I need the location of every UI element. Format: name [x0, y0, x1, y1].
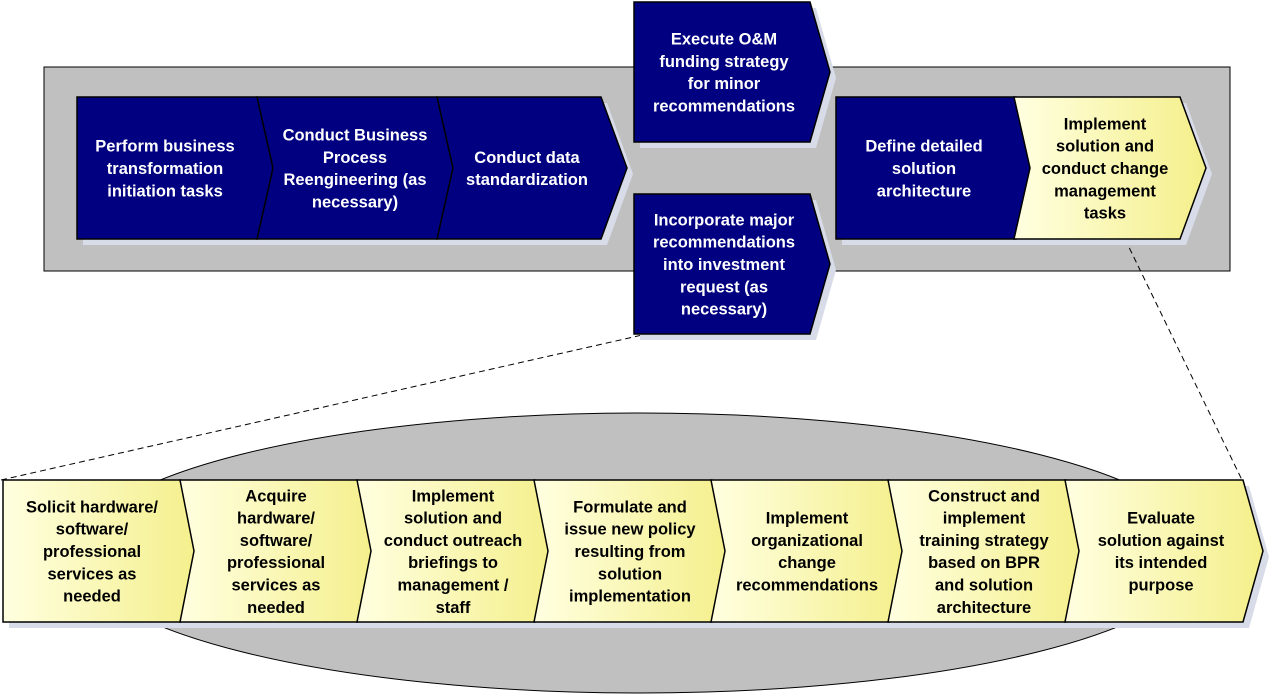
- step-label-line: architecture: [877, 182, 971, 200]
- step-label-line: Conduct Business: [283, 127, 428, 145]
- step-chevron: [1064, 479, 1264, 623]
- step-execute-om-funding: Execute O&M funding strategy for minor reco…: [633, 1, 836, 148]
- step-label-line: Perform business: [95, 138, 234, 156]
- step-label-line: issue new policy: [564, 521, 696, 539]
- step-label-line: services as: [47, 565, 136, 583]
- step-chevron: [1013, 96, 1207, 240]
- step-label-line: Implement: [766, 510, 849, 528]
- step-chevron: [710, 479, 910, 623]
- substep-implement-org-change: Implement organizational change recommendat…: [710, 479, 915, 628]
- step-label-line: professional: [43, 543, 141, 561]
- step-label-line: request (as: [680, 278, 768, 296]
- step-label-line: recommendations: [653, 97, 795, 115]
- step-conduct-data-standardization: Conduct data standardization: [436, 96, 633, 245]
- step-incorporate-major-recommendations: Incorporate major recommendations into inv…: [633, 193, 836, 340]
- step-label-line: organizational: [751, 532, 863, 550]
- step-label-line: staff: [436, 599, 471, 617]
- step-label-line: briefings to: [408, 554, 498, 572]
- step-label-line: Solicit hardware/: [26, 498, 158, 516]
- step-label-line: necessary): [312, 193, 398, 211]
- step-label-line: and solution: [935, 576, 1033, 594]
- step-label-line: conduct outreach: [384, 532, 522, 550]
- step-label-line: into investment: [663, 256, 785, 274]
- step-label-line: services as: [231, 576, 320, 594]
- step-label-line: Implement: [412, 487, 495, 505]
- step-label-line: Define detailed: [865, 138, 982, 156]
- step-label-line: for minor: [688, 75, 761, 93]
- step-label-line: Execute O&M: [671, 31, 777, 49]
- step-label-line: recommendations: [736, 576, 878, 594]
- step-chevron: [633, 1, 831, 143]
- step-label-line: Evaluate: [1127, 510, 1195, 528]
- step-label-line: recommendations: [653, 234, 795, 252]
- step-label-line: standardization: [466, 171, 588, 189]
- step-chevron: [436, 96, 628, 240]
- step-label-line: its intended: [1115, 554, 1208, 572]
- zoom-connector-left: [0, 292, 829, 481]
- step-label-line: Construct and: [928, 487, 1040, 505]
- step-label-line: professional: [227, 554, 325, 572]
- step-define-solution-architecture: Define detailed solution architecture: [835, 96, 1048, 245]
- step-label-line: implementation: [569, 588, 691, 606]
- top-process: Perform business transformation initiation…: [76, 1, 1212, 340]
- step-label-line: hardware/: [237, 510, 315, 528]
- step-label-line: software/: [56, 521, 129, 539]
- step-label-line: management /: [398, 576, 509, 594]
- step-label-line: Incorporate major: [654, 211, 795, 229]
- step-label-line: Reengineering (as: [283, 171, 426, 189]
- step-perform-business-transformation: Perform business transformation initiation…: [76, 96, 289, 245]
- step-label-line: architecture: [937, 599, 1031, 617]
- step-label-line: based on BPR: [928, 554, 1040, 572]
- step-label-line: tasks: [1084, 205, 1126, 223]
- substep-training-strategy: Construct and implement training strategy b…: [887, 479, 1092, 628]
- step-label-line: funding strategy: [659, 53, 789, 71]
- step-label-line: solution: [892, 160, 956, 178]
- step-label-line: Implement: [1064, 115, 1147, 133]
- step-label-line: initiation tasks: [107, 182, 223, 200]
- step-label-line: implement: [943, 510, 1026, 528]
- detail-process: Solicit hardware/software/professional se…: [2, 479, 1269, 628]
- step-label-line: needed: [247, 599, 305, 617]
- zoom-connector-right: [1124, 238, 1243, 481]
- step-label-line: Conduct data: [474, 149, 580, 167]
- step-label-line: Process: [323, 149, 387, 167]
- substep-implement-outreach: Implement solution and conduct outreach bri…: [356, 479, 561, 628]
- substep-acquire-hardware: Acquire hardware/software/professional ser…: [179, 479, 384, 628]
- step-chevron: [256, 96, 464, 240]
- step-label-line: management: [1054, 182, 1156, 200]
- step-label-line: training strategy: [919, 532, 1049, 550]
- step-label-line: resulting from: [575, 543, 686, 561]
- step-label-line: conduct change: [1042, 160, 1169, 178]
- step-label-line: Acquire: [245, 487, 306, 505]
- step-label-line: solution and: [404, 510, 502, 528]
- step-label-line: needed: [63, 588, 121, 606]
- step-label-line: solution: [598, 565, 662, 583]
- step-label-line: Formulate and: [573, 498, 687, 516]
- substep-solicit-hardware: Solicit hardware/software/professional se…: [2, 479, 207, 628]
- step-label-line: necessary): [681, 301, 767, 319]
- step-implement-solution-change-management: Implement solution and conduct change manag…: [1013, 96, 1212, 245]
- step-label-line: transformation: [107, 160, 223, 178]
- step-label-line: solution against: [1098, 532, 1225, 550]
- step-label-line: software/: [240, 532, 313, 550]
- step-label-line: change: [778, 554, 836, 572]
- substep-evaluate-solution: Evaluate solution against its intended purp…: [1064, 479, 1269, 628]
- substep-formulate-policy: Formulate and issue new policy resulting f…: [533, 479, 738, 628]
- step-label-line: purpose: [1128, 576, 1193, 594]
- step-chevron: [633, 193, 831, 335]
- step-label-line: solution and: [1056, 138, 1154, 156]
